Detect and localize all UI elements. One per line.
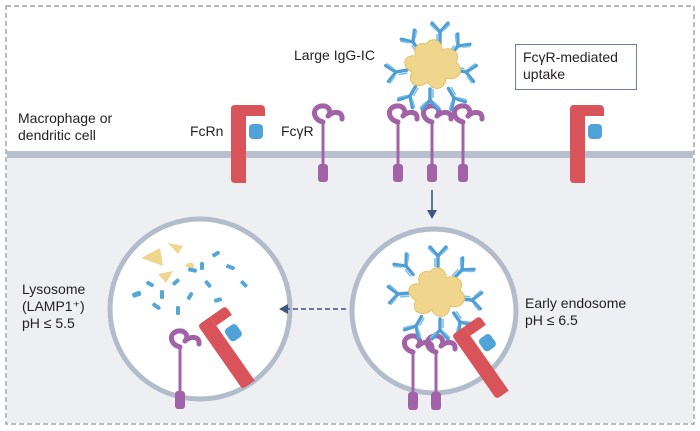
uptake-label-line2: uptake: [523, 66, 566, 82]
cell-label-line2: dendritic cell: [18, 127, 96, 143]
endosome-label-line1: Early endosome: [525, 295, 627, 311]
plasma-membrane: [7, 151, 693, 158]
antigen-blob: [404, 39, 461, 89]
complex-label: Large IgG-IC: [294, 47, 375, 63]
fcgr-label: FcγR: [281, 123, 314, 139]
endosome-label-line2: pH ≤ 6.5: [525, 312, 578, 328]
fcrn-receptor-right: [570, 105, 604, 183]
uptake-label-box: FcγR-mediated uptake: [515, 44, 637, 90]
lysosome-label-line2: (LAMP1⁺): [22, 298, 85, 314]
lysosome-label-line3: pH ≤ 5.5: [22, 315, 75, 331]
uptake-label-line1: FcγR-mediated: [523, 49, 618, 65]
lysosome-label-line1: Lysosome: [22, 281, 86, 297]
fcrn-label: FcRn: [190, 123, 224, 139]
cell-label: Macrophage or dendritic cell: [18, 110, 112, 144]
large-igg-ic: [383, 21, 482, 182]
uptake-arrow: [427, 190, 437, 219]
endosome-label: Early endosome pH ≤ 6.5: [525, 295, 626, 329]
lysosome-label: Lysosome (LAMP1⁺) pH ≤ 5.5: [22, 281, 85, 332]
fcrn-receptor-surface: [231, 105, 265, 183]
early-endosome-vesicle: [349, 226, 519, 410]
cell-label-line1: Macrophage or: [18, 110, 113, 126]
lysosome-arrow: [279, 304, 346, 314]
